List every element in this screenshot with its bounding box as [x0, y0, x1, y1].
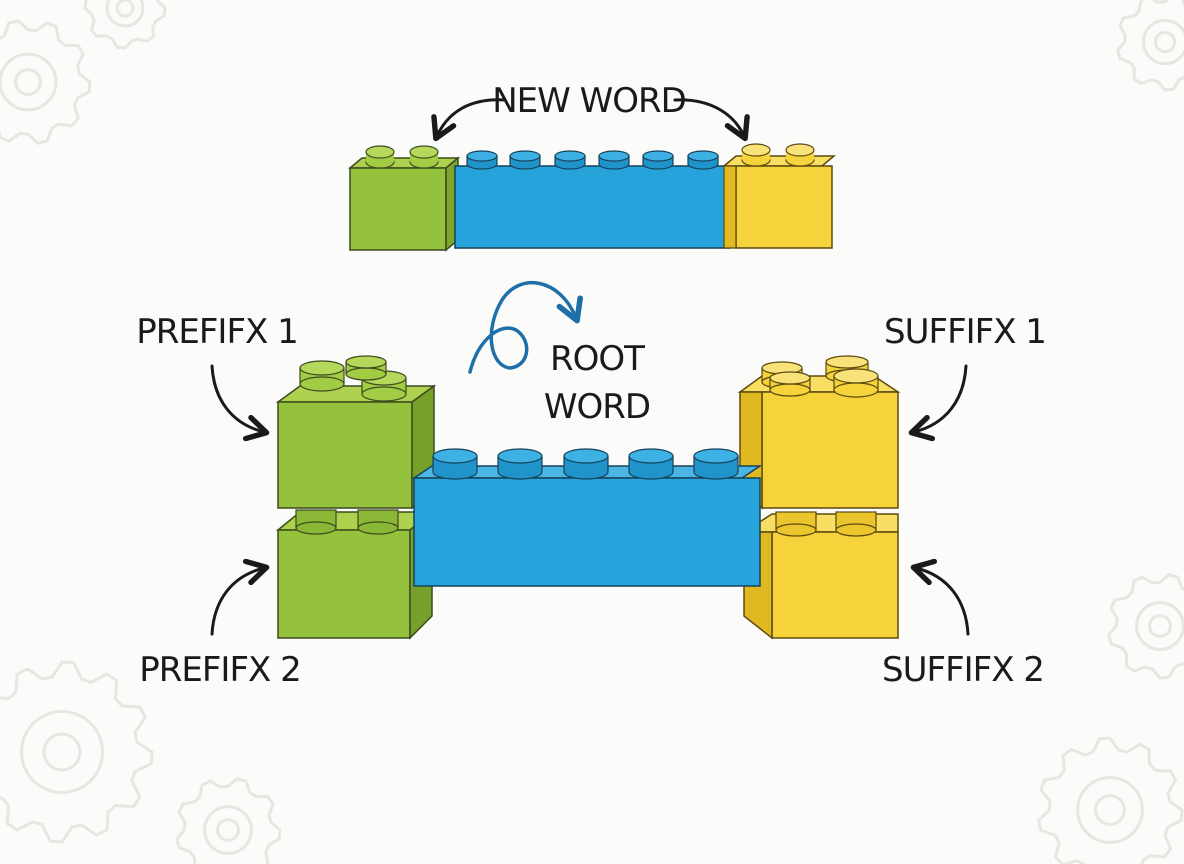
lego-stud-group: [466, 150, 719, 170]
new-word-group: NEW WORD: [347, 81, 837, 252]
lego-stud-group: [299, 355, 407, 402]
lego-stud: [563, 448, 609, 480]
lego-stud: [693, 448, 739, 480]
prefix-1-brick: [275, 355, 437, 510]
lego-stud: [628, 448, 674, 480]
gear-icon: [1116, 0, 1184, 92]
root-word-label-line2: WORD: [544, 387, 650, 427]
lego-stud: [598, 150, 630, 170]
new-word-prefix-brick: [347, 145, 461, 252]
prefix-1-label: PREFIFX 1: [136, 312, 297, 352]
lego-stud: [642, 150, 674, 170]
lego-stud-group: [775, 511, 877, 537]
gear-icon: [0, 19, 92, 145]
prefix-2-label: PREFIFX 2: [139, 650, 300, 690]
curved-arrow-icon: [210, 364, 270, 442]
lego-stud: [497, 448, 543, 480]
root-word-label-line1: ROOT: [550, 339, 645, 379]
swirl-arrow-icon: [468, 281, 583, 374]
gear-icon: [1037, 736, 1184, 864]
gear-icon: [1107, 573, 1184, 680]
new-word-root-brick: [454, 150, 731, 249]
suffix-1-label: SUFFIFX 1: [884, 312, 1046, 352]
curved-arrow-icon: [431, 98, 507, 142]
lego-stud: [554, 150, 586, 170]
gear-icon: [175, 777, 282, 864]
lego-stud: [432, 448, 478, 480]
prefix-stack: [275, 355, 437, 640]
lego-stud-group: [432, 448, 739, 480]
suffix-stack: [737, 355, 901, 640]
lego-stud-group: [761, 355, 879, 398]
root-word-brick: [411, 448, 763, 587]
gear-icon: [0, 660, 154, 844]
lego-stud-group: [365, 145, 439, 169]
lego-stud: [466, 150, 498, 170]
curved-arrow-icon: [910, 558, 970, 636]
lego-stud: [509, 150, 541, 170]
gear-icon: [83, 0, 167, 50]
new-word-label: NEW WORD: [492, 81, 686, 121]
lego-stud-group: [741, 143, 815, 167]
new-word-suffix-brick: [721, 143, 837, 249]
curved-arrow-icon: [210, 558, 270, 636]
curved-arrow-icon: [908, 364, 968, 442]
lego-stud: [687, 150, 719, 170]
lego-stud-group: [295, 509, 399, 535]
suffix-2-label: SUFFIFX 2: [882, 650, 1044, 690]
suffix-1-brick: [737, 355, 901, 510]
curved-arrow-icon: [673, 98, 750, 142]
